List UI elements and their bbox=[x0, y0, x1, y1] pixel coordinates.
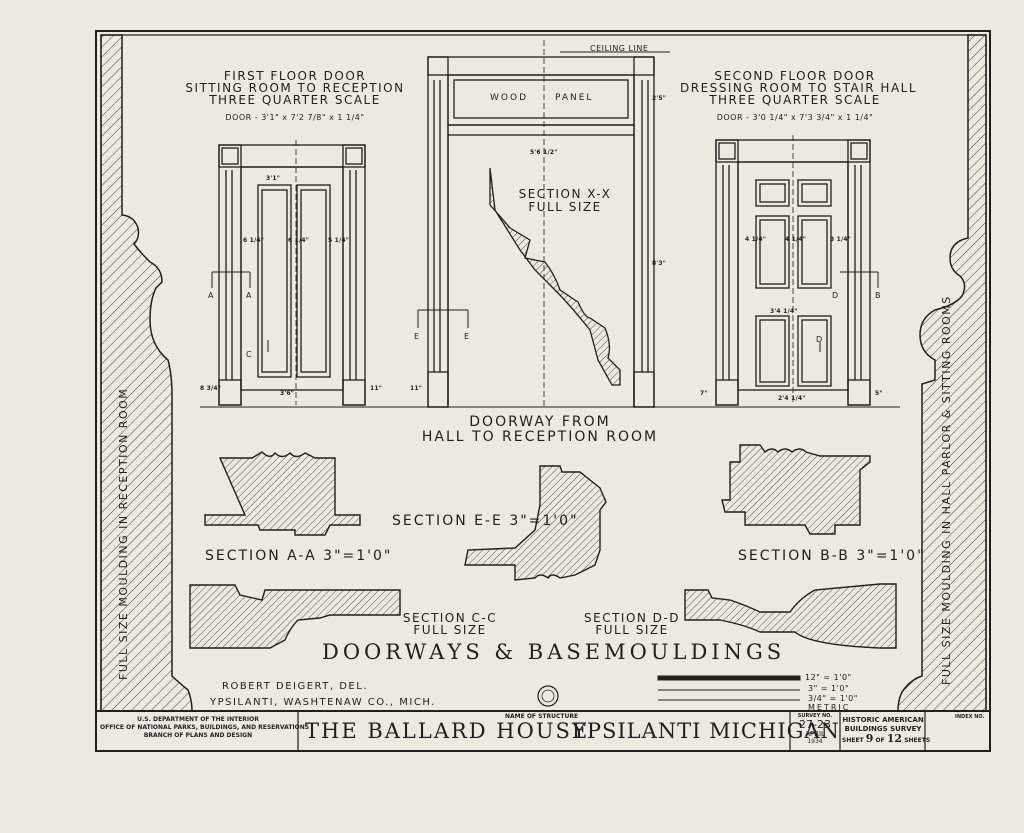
outer-border bbox=[95, 30, 991, 752]
dim-center-plinth: 11" bbox=[410, 385, 423, 392]
section-xx-profile bbox=[489, 167, 621, 386]
habs-block: HISTORIC AMERICAN BUILDINGS SURVEY SHEET… bbox=[842, 716, 930, 745]
dept-line-3: BRANCH OF PLANS AND DESIGN bbox=[143, 732, 253, 739]
dim-first-stile-right: 5 1/4" bbox=[328, 237, 350, 244]
section-dd-label: SECTION D-D bbox=[584, 611, 680, 625]
left-moulding-profile bbox=[100, 34, 193, 712]
left-vertical-caption: FULL SIZE MOULDING IN RECEPTION ROOM bbox=[117, 387, 130, 680]
sheet-number: 9 bbox=[865, 732, 874, 745]
marker-c: C bbox=[246, 350, 253, 359]
doorway-caption-1: DOORWAY FROM bbox=[469, 414, 611, 430]
section-bb-profile bbox=[721, 444, 871, 535]
habs-line-1: HISTORIC AMERICAN bbox=[842, 716, 924, 724]
location: YPSILANTI, WASHTENAW CO., MICH. bbox=[210, 697, 436, 708]
name-of-structure-label: NAME OF STRUCTURE bbox=[505, 713, 579, 720]
dim-second-base: 7" bbox=[700, 390, 708, 397]
second-floor-title-1: SECOND FLOOR DOOR bbox=[714, 69, 876, 83]
habs-line-2: BUILDINGS SURVEY bbox=[844, 725, 922, 733]
survey-block: SURVEY NO. 27-23 APRIL 1934 bbox=[792, 713, 838, 745]
of-label: OF bbox=[875, 737, 885, 744]
first-floor-title-2: SITTING ROOM TO RECEPTION bbox=[185, 81, 405, 95]
marker-e-left: E bbox=[414, 332, 420, 341]
section-cc-scale: FULL SIZE bbox=[413, 623, 487, 637]
first-floor-title-3: THREE QUARTER SCALE bbox=[209, 93, 381, 107]
section-ee-profile bbox=[464, 465, 607, 581]
second-floor-title-2: DRESSING ROOM TO STAIR HALL bbox=[680, 81, 918, 95]
second-floor-door bbox=[715, 135, 871, 406]
dim-second-stile-left: 4 1/4" bbox=[745, 236, 767, 243]
ceiling-line-label: CEILING LINE bbox=[590, 44, 649, 53]
marker-d-top: D bbox=[816, 335, 823, 344]
marker-a-right: A bbox=[246, 291, 252, 300]
sheet-title: DOORWAYS & BASEMOULDINGS bbox=[322, 640, 786, 664]
graphic-scale bbox=[657, 675, 801, 701]
section-bb-label: SECTION B-B 3"=1'0" bbox=[738, 548, 926, 564]
city-name: YPSILANTI MICHIGAN bbox=[572, 719, 840, 743]
sheets-total: 12 bbox=[886, 732, 903, 745]
dim-first-plinth: 11" bbox=[370, 385, 383, 392]
section-cc-label: SECTION C-C bbox=[402, 611, 498, 625]
sheet-count: SHEET 9 OF 12 SHEETS bbox=[842, 732, 930, 745]
marker-b: B bbox=[875, 291, 881, 300]
survey-seal bbox=[537, 685, 559, 707]
sheet-label: SHEET bbox=[842, 737, 864, 744]
survey-month: APRIL bbox=[805, 730, 825, 738]
dim-center-head: 2'5" bbox=[652, 95, 667, 102]
dept-line-2: OFFICE OF NATIONAL PARKS, BUILDINGS, AND… bbox=[100, 724, 310, 731]
marker-d-side: D bbox=[832, 291, 839, 300]
dim-center-width: 5'6 1/2" bbox=[530, 149, 558, 156]
first-floor-title-1: FIRST FLOOR DOOR bbox=[223, 69, 367, 83]
survey-label: SURVEY NO. bbox=[797, 713, 833, 719]
index-label: INDEX NO. bbox=[955, 714, 985, 720]
title-block-lines bbox=[297, 711, 926, 751]
marker-a-left: A bbox=[208, 291, 214, 300]
marker-e-right: E bbox=[464, 332, 470, 341]
dim-second-stile-mid: 4 1/4" bbox=[785, 236, 807, 243]
right-moulding-profile bbox=[897, 34, 987, 712]
scale-label-34: 3/4" = 1'0" bbox=[808, 694, 858, 703]
delineator: ROBERT DEIGERT, DEL. bbox=[222, 681, 368, 692]
dim-first-stile-mid: 6 1/4" bbox=[288, 237, 310, 244]
dim-center-height: 8'3" bbox=[652, 260, 667, 267]
center-doorway bbox=[427, 40, 670, 408]
section-dd-scale: FULL SIZE bbox=[595, 623, 669, 637]
wood-label: WOOD bbox=[490, 93, 528, 103]
dim-first-base: 8 3/4" bbox=[200, 385, 222, 392]
section-xx-scale: FULL SIZE bbox=[528, 200, 602, 214]
section-ee-label: SECTION E-E 3"=1'0" bbox=[392, 513, 579, 529]
scale-label-12: 12" = 1'0" bbox=[805, 673, 852, 682]
survey-number: 27-23 bbox=[799, 718, 831, 731]
first-floor-door bbox=[218, 140, 366, 406]
section-marker-lines bbox=[211, 271, 879, 352]
dept-block: U.S. DEPARTMENT OF THE INTERIOR OFFICE O… bbox=[100, 716, 310, 740]
survey-year: 1934 bbox=[807, 738, 823, 745]
dept-line-1: U.S. DEPARTMENT OF THE INTERIOR bbox=[137, 716, 259, 723]
doorway-caption-2: HALL TO RECEPTION ROOM bbox=[421, 429, 659, 445]
section-cc-profile bbox=[189, 584, 401, 649]
second-floor-door-size: DOOR - 3'0 1/4" x 7'3 3/4" x 1 1/4" bbox=[716, 113, 874, 122]
sheets-label: SHEETS bbox=[904, 737, 931, 744]
dim-second-bottom: 2'4 1/4" bbox=[778, 395, 806, 402]
dim-second-plinth: 5" bbox=[875, 390, 883, 397]
metric-label: METRIC bbox=[808, 703, 851, 712]
right-vertical-caption: FULL SIZE MOULDING IN HALL PARLOR & SITT… bbox=[940, 295, 953, 685]
section-xx-label: SECTION X-X bbox=[518, 187, 612, 201]
dim-first-bottom: 3'6" bbox=[280, 390, 295, 397]
scale-label-3: 3" = 1'0" bbox=[808, 684, 850, 693]
dim-first-stile-left: 6 1/4" bbox=[243, 237, 265, 244]
dim-first-width: 3'1" bbox=[266, 175, 281, 182]
section-aa-label: SECTION A-A 3"=1'0" bbox=[205, 548, 393, 564]
panel-label: PANEL bbox=[555, 93, 594, 103]
dim-second-lockrail: 3'4 1/4" bbox=[770, 308, 798, 315]
second-floor-title-3: THREE QUARTER SCALE bbox=[709, 93, 881, 107]
section-aa-profile bbox=[204, 451, 361, 536]
structure-name: THE BALLARD HOUSE bbox=[305, 719, 590, 743]
first-floor-door-size: DOOR - 3'1" x 7'2 7/8" x 1 1/4" bbox=[225, 113, 365, 122]
section-dd-profile bbox=[684, 583, 897, 649]
dim-second-stile-right: 3 1/4" bbox=[830, 236, 852, 243]
